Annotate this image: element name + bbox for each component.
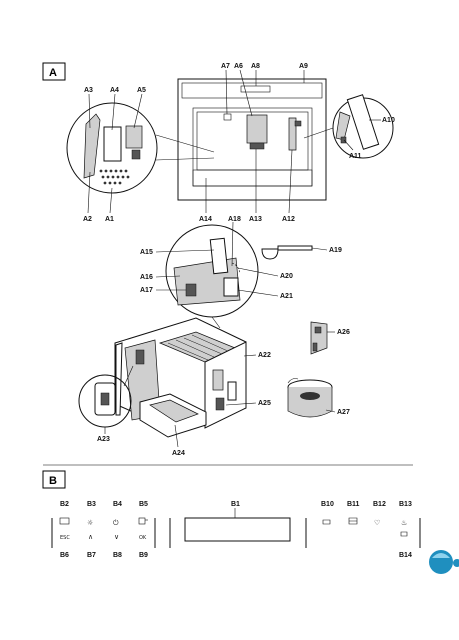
down-button[interactable]: ∨ — [114, 533, 119, 541]
brew-area-detail — [165, 224, 259, 329]
brew-unit-lock — [215, 397, 225, 411]
label-a3: A3 — [84, 87, 93, 94]
side-panel-detail — [66, 102, 215, 194]
label-a21: A21 — [280, 293, 293, 300]
small-cup-button[interactable] — [400, 531, 408, 537]
measuring-spoon — [261, 245, 313, 260]
label-b3: B3 — [87, 501, 96, 508]
label-a5: A5 — [137, 87, 146, 94]
brand-logo-mark — [429, 550, 459, 574]
power-switch — [100, 392, 110, 406]
label-b8: B8 — [113, 552, 122, 559]
power-icon[interactable]: ⏻ — [113, 519, 119, 527]
label-b1: B1 — [231, 501, 240, 508]
label-a23: A23 — [97, 436, 110, 443]
label-a19: A19 — [329, 247, 342, 254]
section-a-marker: A — [42, 62, 66, 81]
label-a18: A18 — [228, 216, 241, 223]
label-a4: A4 — [110, 87, 119, 94]
display — [184, 517, 291, 542]
up-button[interactable]: ∧ — [88, 533, 93, 541]
label-b5: B5 — [139, 501, 148, 508]
label-b7: B7 — [87, 552, 96, 559]
cup-icon — [322, 519, 331, 525]
section-b-marker: B — [42, 470, 66, 489]
water-tank-hatch — [103, 126, 122, 162]
label-a2: A2 — [83, 216, 92, 223]
switch-detail — [78, 365, 134, 428]
spout-detail — [303, 94, 394, 159]
label-a15: A15 — [140, 249, 153, 256]
label-a25: A25 — [258, 400, 271, 407]
label-a8: A8 — [251, 63, 260, 70]
label-a24: A24 — [172, 450, 185, 457]
control-display-strip — [240, 85, 271, 93]
label-b14: B14 — [399, 552, 412, 559]
coffee-dispenser — [246, 114, 268, 144]
control-panel — [51, 517, 421, 548]
label-a22: A22 — [258, 352, 271, 359]
label-a9: A9 — [299, 63, 308, 70]
coffee-grounds-container — [209, 237, 229, 275]
label-b10: B10 — [321, 501, 334, 508]
mug-button[interactable] — [348, 517, 358, 525]
label-a20: A20 — [280, 273, 293, 280]
menu-icon — [59, 517, 70, 525]
label-a27: A27 — [337, 409, 350, 416]
hot-water-icon[interactable]: ♨ — [401, 519, 407, 527]
label-b11: B11 — [347, 501, 360, 508]
small-cup-icon — [400, 531, 408, 537]
label-b2: B2 — [60, 501, 69, 508]
menu-button[interactable] — [59, 517, 70, 525]
ok-button[interactable]: OK — [139, 535, 147, 541]
adapter-part — [310, 321, 328, 355]
label-b13: B13 — [399, 501, 412, 508]
light-icon[interactable]: ☼ — [87, 519, 93, 527]
esc-button[interactable]: ESC — [60, 535, 70, 541]
cup-button[interactable] — [322, 519, 331, 525]
label-a1: A1 — [105, 216, 114, 223]
beverage-icon — [138, 517, 146, 525]
mug-icon — [348, 517, 358, 525]
label-a6: A6 — [234, 63, 243, 70]
label-b4: B4 — [113, 501, 122, 508]
cup-holder-part — [287, 378, 333, 418]
hot-water-spout — [288, 117, 297, 151]
label-b6: B6 — [60, 552, 69, 559]
beverage-button[interactable] — [138, 517, 148, 525]
label-a17: A17 — [140, 287, 153, 294]
drip-tray-front — [192, 169, 313, 187]
favorite-icon[interactable]: ♡ — [374, 519, 380, 527]
section-a-label: A — [49, 67, 57, 79]
keypad-dots — [99, 169, 130, 185]
label-a16: A16 — [140, 274, 153, 281]
label-a13: A13 — [249, 216, 262, 223]
label-a14: A14 — [199, 216, 212, 223]
label-a10: A10 — [382, 117, 395, 124]
label-a7: A7 — [221, 63, 230, 70]
light-element — [223, 113, 232, 121]
label-a11: A11 — [349, 153, 362, 160]
label-a26: A26 — [337, 329, 350, 336]
built-in-machine — [177, 78, 327, 201]
machine-unit-isometric — [114, 317, 247, 438]
section-b-label: B — [49, 475, 57, 487]
label-b9: B9 — [139, 552, 148, 559]
label-b12: B12 — [373, 501, 386, 508]
label-a12: A12 — [282, 216, 295, 223]
